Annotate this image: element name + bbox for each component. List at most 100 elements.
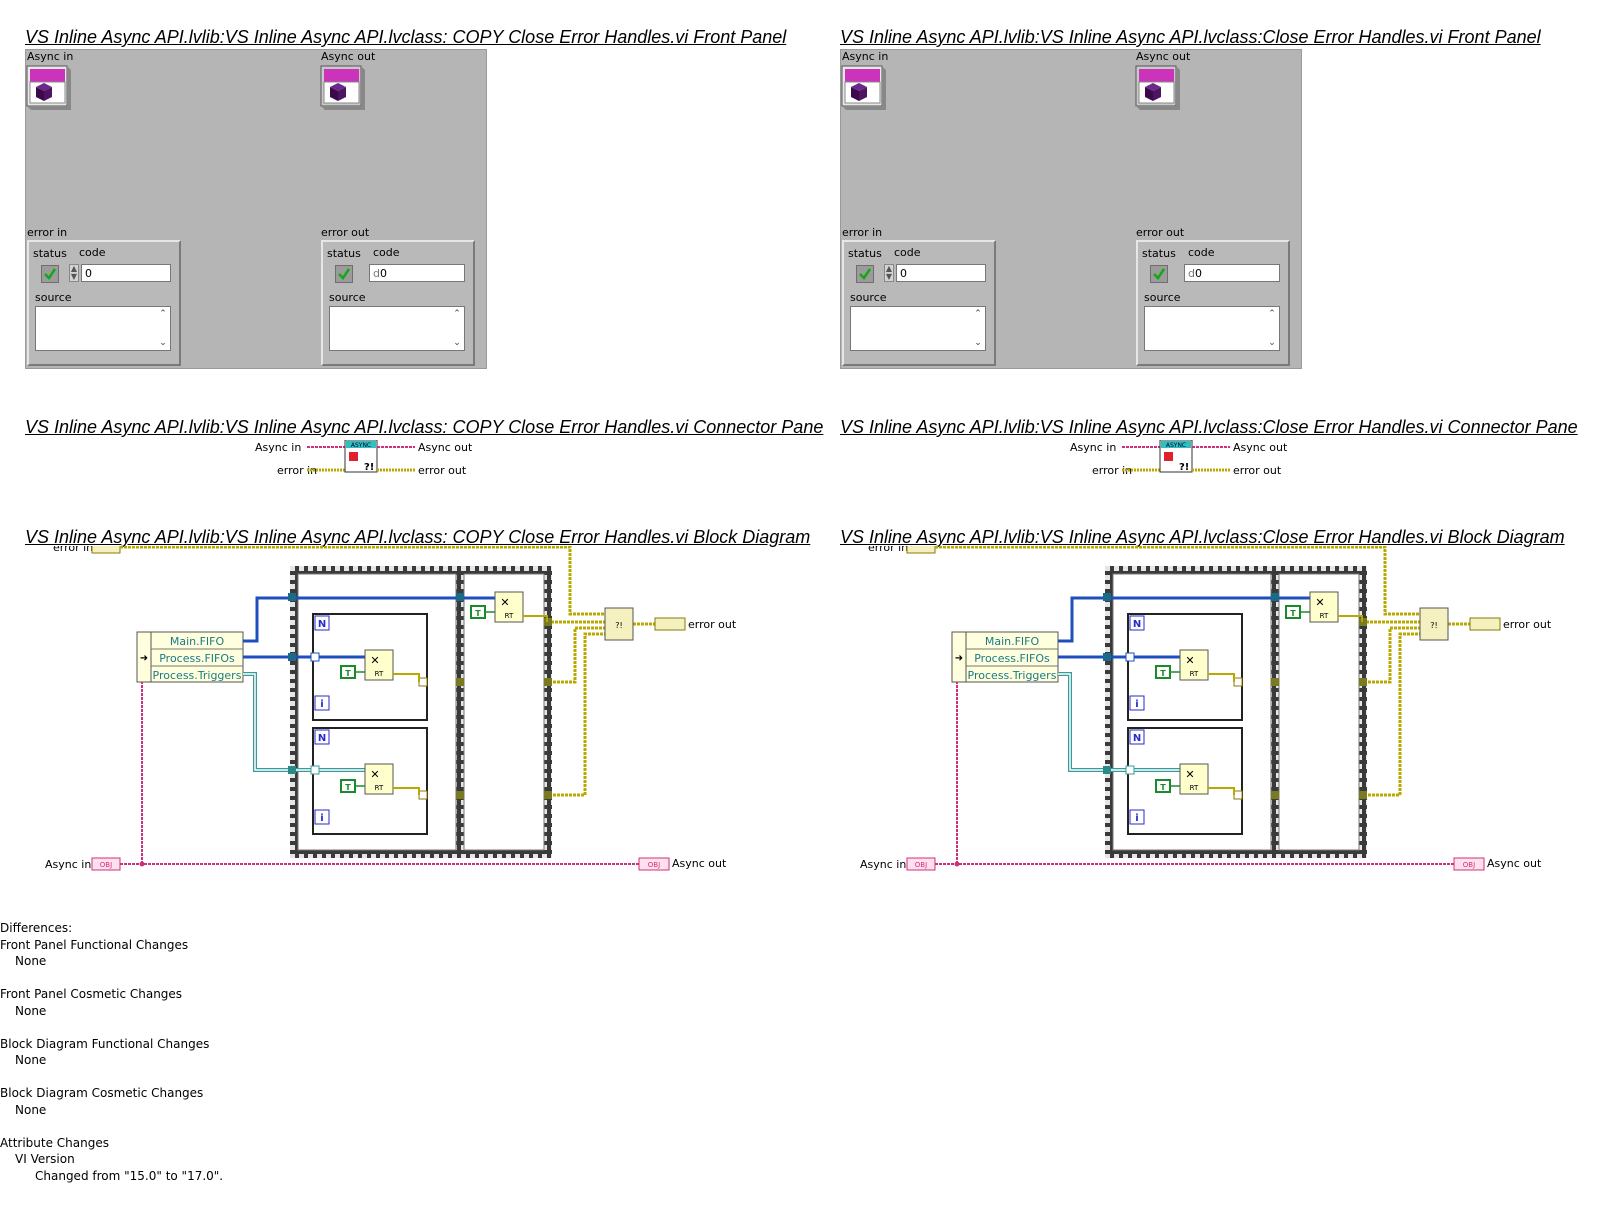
error-in-terminal[interactable] [91,546,121,554]
error-out-label: error out [1136,226,1185,239]
code-label: code [79,246,106,259]
difference-item: None [15,1053,47,1067]
loop-count-terminal [1129,615,1145,631]
source-textbox[interactable]: ⌃ ⌄ [35,306,171,351]
cp-error-in-label: error in [277,464,317,477]
unbundle-item: Process.FIFOs [974,652,1050,665]
async-in-class-control[interactable] [26,65,72,111]
code-label: code [1188,246,1215,259]
async-out-label: Async out [321,50,376,63]
scroll-down-icon[interactable]: ⌄ [453,338,461,348]
close-x-icon: ✕ [1185,654,1194,667]
error-in-terminal[interactable] [906,546,936,554]
code-label: code [373,246,400,259]
arrow-icon: ➜ [955,653,963,664]
scroll-down-icon[interactable]: ⌄ [159,338,167,348]
async-out-class-indicator [320,65,366,111]
merge-errors-node[interactable] [1419,607,1449,641]
release-queue-node[interactable] [364,763,394,795]
async-in-class-control[interactable] [841,65,887,111]
status-label: status [33,247,67,260]
status-checkbox[interactable] [41,265,59,283]
vi-comparison-column: VS Inline Async API.lvlib:VS Inline Asyn… [840,0,1600,940]
stop-icon [349,452,358,461]
close-x-icon: ✕ [1315,596,1324,609]
source-display: ⌃ ⌄ [1144,306,1280,351]
close-x-icon: ✕ [370,768,379,781]
release-queue-node[interactable] [494,591,524,623]
error-out-cluster: status code d0 source ⌃ ⌄ [321,240,475,366]
release-queue-node[interactable] [364,649,394,681]
svg-text:OBJ: OBJ [648,861,660,869]
svg-text:N: N [1133,619,1141,630]
scroll-down-icon[interactable]: ⌄ [1268,338,1276,348]
loop-count-terminal [314,729,330,745]
class-control-icon [26,65,71,110]
async-in-label: Async in [842,50,889,63]
code-display: d0 [1184,264,1280,282]
bd-async-in-label: Async in [45,858,91,871]
svg-text:N: N [318,733,326,744]
front-panel-title: VS Inline Async API.lvlib:VS Inline Asyn… [25,27,787,47]
code-input[interactable]: 0 [896,264,986,282]
scroll-up-icon[interactable]: ⌃ [1268,309,1276,319]
differences-report: Differences: Front Panel Functional Chang… [0,920,223,1184]
svg-text:i: i [1135,813,1138,824]
async-banner [1161,441,1191,448]
close-x-icon: ✕ [1185,768,1194,781]
merge-errors-node[interactable] [604,607,634,641]
main-fifo-wire [1058,596,1338,643]
scroll-up-icon[interactable]: ⌃ [159,309,167,319]
code-input[interactable]: 0 [81,264,171,282]
difference-heading: Differences: [0,921,73,935]
svg-text:OBJ: OBJ [915,861,927,869]
svg-text:T: T [1290,609,1296,618]
async-banner-text: ASYNC [1166,442,1186,449]
code-spinner[interactable]: ▲▼ [884,264,894,282]
unbundle-by-name[interactable] [951,631,1059,683]
async-banner-text: ASYNC [351,442,371,449]
release-queue-node[interactable] [1179,649,1209,681]
unbundle-item: Main.FIFO [985,635,1040,648]
unbundle-by-name[interactable] [136,631,244,683]
difference-heading: Block Diagram Functional Changes [0,1036,210,1051]
error-out-terminal[interactable] [1469,617,1501,631]
cp-async-in-label: Async in [255,441,301,454]
status-indicator [1150,265,1168,283]
async-out-label: Async out [1136,50,1191,63]
async-out-class-indicator [1135,65,1181,111]
svg-text:RT: RT [1320,612,1329,620]
svg-text:T: T [1160,783,1166,792]
async-out-terminal[interactable] [638,857,670,871]
async-in-terminal[interactable] [906,857,936,871]
scroll-up-icon[interactable]: ⌃ [453,309,461,319]
source-textbox[interactable]: ⌃ ⌄ [850,306,986,351]
code-value: 0 [85,267,92,280]
loop-index-terminal [314,809,330,825]
error-glyph: ?! [364,462,374,473]
cp-error-out-label: error out [1233,464,1282,477]
async-in-label: Async in [27,50,74,63]
difference-item: None [15,954,47,968]
svg-text:N: N [1133,733,1141,744]
status-checkbox[interactable] [856,265,874,283]
close-x-icon: ✕ [370,654,379,667]
error-in-label: error in [842,226,883,239]
async-in-terminal[interactable] [91,857,121,871]
main-fifo-wire [243,596,523,643]
svg-text:OBJ: OBJ [100,861,112,869]
block-diagram-title: VS Inline Async API.lvlib:VS Inline Asyn… [25,527,811,547]
loop-count-terminal [1129,729,1145,745]
front-panel: Async in Async out [25,49,487,369]
scroll-up-icon[interactable]: ⌃ [974,309,982,319]
bd-error-in-label: error in [868,546,908,554]
release-queue-node[interactable] [1309,591,1339,623]
difference-item: VI Version [15,1152,75,1166]
error-out-terminal[interactable] [654,617,686,631]
error-out-label: error out [321,226,370,239]
release-queue-node[interactable] [1179,763,1209,795]
scroll-down-icon[interactable]: ⌄ [974,338,982,348]
async-out-terminal[interactable] [1453,857,1485,871]
code-spinner[interactable]: ▲▼ [69,264,79,282]
difference-heading: Front Panel Functional Changes [0,937,189,952]
